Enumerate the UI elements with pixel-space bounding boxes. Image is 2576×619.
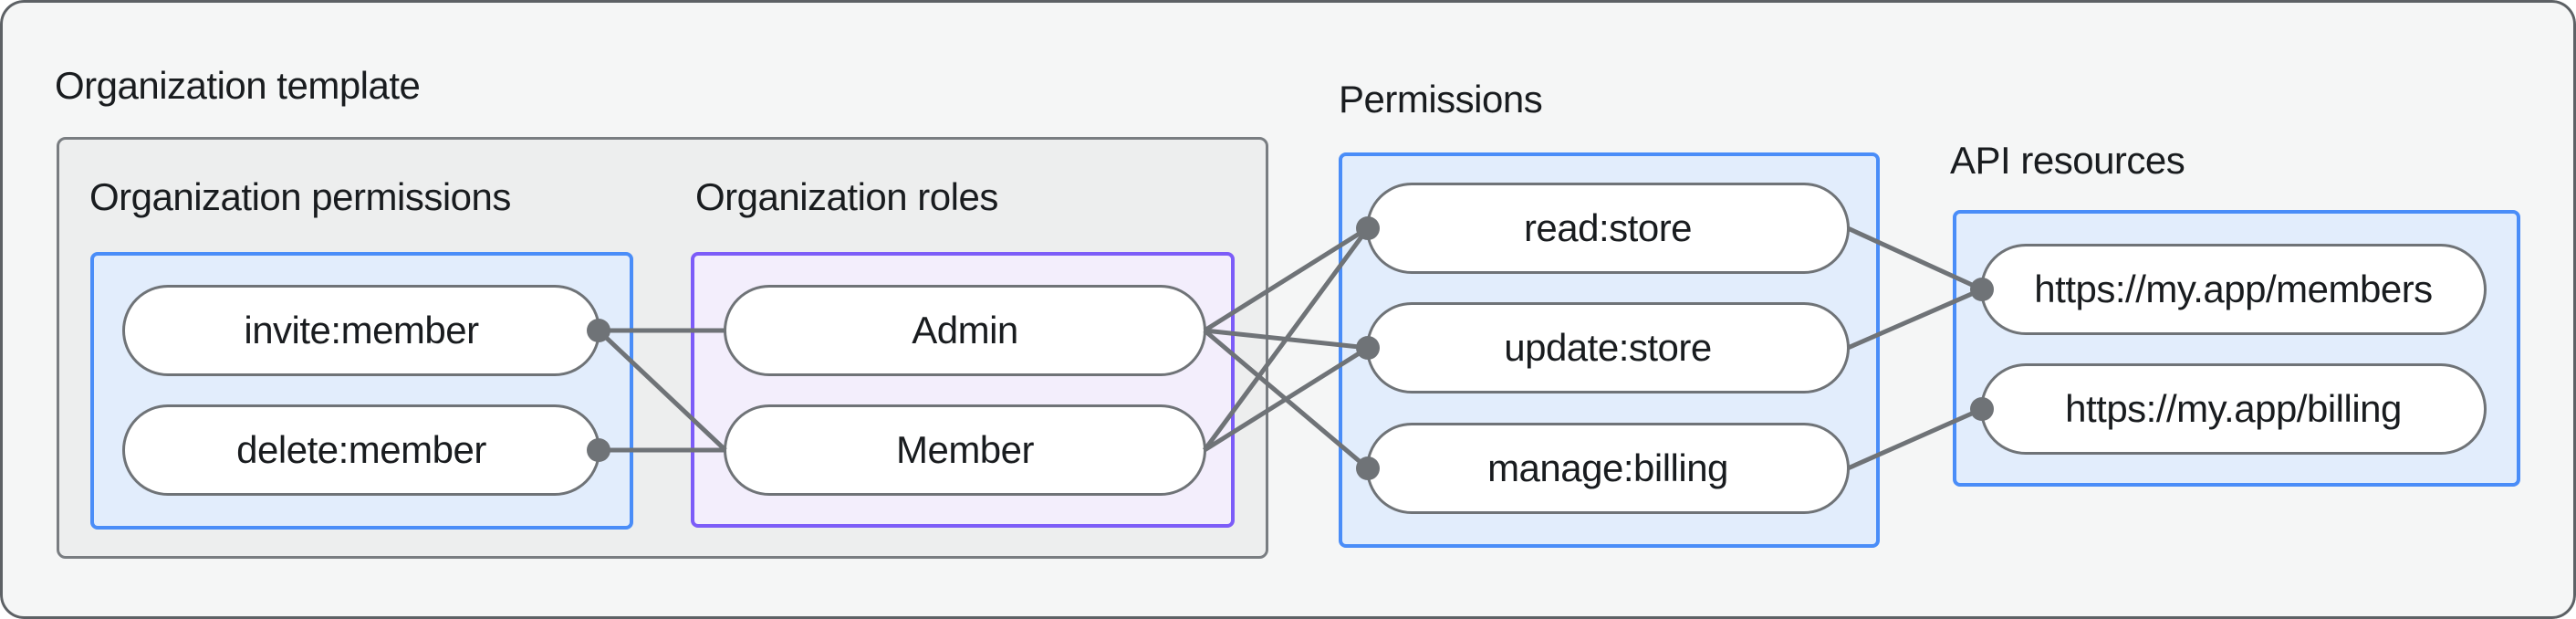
org-roles-label: Organization roles — [695, 175, 998, 218]
org-permissions-label: Organization permissions — [89, 175, 511, 218]
diagram-title: Organization template — [55, 64, 421, 107]
node-manage-billing: manage:billing — [1366, 423, 1850, 514]
node-delete-member: delete:member — [122, 404, 600, 496]
node-member: Member — [724, 404, 1206, 496]
node-api-billing: https://my.app/billing — [1980, 363, 2487, 455]
node-invite-member: invite:member — [122, 285, 600, 376]
node-update-store: update:store — [1366, 302, 1850, 393]
permissions-label: Permissions — [1339, 78, 1543, 121]
node-admin: Admin — [724, 285, 1206, 376]
api-resources-label: API resources — [1950, 139, 2185, 182]
node-read-store: read:store — [1366, 183, 1850, 274]
node-api-members: https://my.app/members — [1980, 244, 2487, 335]
